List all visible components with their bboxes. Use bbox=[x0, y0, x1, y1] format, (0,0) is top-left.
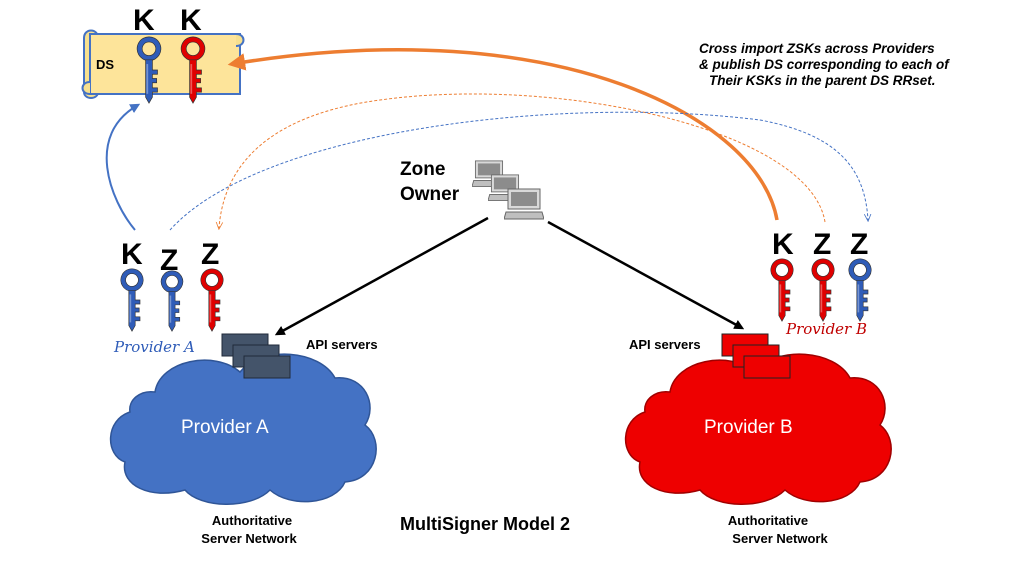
provider-a-ksk-key-icon bbox=[120, 267, 145, 333]
provider-b-network-line-1: Authoritative bbox=[728, 513, 808, 528]
note-line-1: Cross import ZSKs across Providers bbox=[699, 41, 935, 56]
provider-b-imported-zsk-key-icon bbox=[848, 257, 873, 323]
provider-a-cloud: Provider A bbox=[109, 353, 377, 505]
ds-key1-label: K bbox=[133, 4, 155, 37]
provider-a-zsk-key-icon bbox=[160, 269, 184, 333]
provider-b-key2-label: Z bbox=[813, 228, 831, 261]
provider-b-key1-label: K bbox=[772, 228, 794, 261]
zone-owner-line-2: Owner bbox=[400, 184, 460, 205]
owner-to-provider-a-arrow bbox=[274, 216, 489, 336]
provider-a-signature: Provider A bbox=[113, 338, 195, 356]
ds-scroll: DS K K bbox=[81, 4, 245, 105]
provider-b-network-line-2: Server Network bbox=[732, 531, 828, 546]
provider-b-zsk-key-icon bbox=[811, 257, 836, 323]
cross-import-note: Cross import ZSKs across Providers & pub… bbox=[699, 41, 950, 88]
zone-owner-line-1: Zone bbox=[400, 159, 445, 180]
arrows bbox=[105, 48, 868, 336]
provider-a-key3-label: Z bbox=[201, 238, 219, 271]
provider-a-ksk-to-ds-arrow bbox=[105, 103, 141, 231]
provider-a-keys: K Z Z Provider A bbox=[113, 238, 225, 356]
provider-a-api-servers: API servers bbox=[221, 333, 378, 379]
diagram-title: MultiSigner Model 2 bbox=[400, 514, 570, 534]
provider-a-cloud-label: Provider A bbox=[181, 417, 269, 438]
provider-b-ksk-to-ds-arrow bbox=[227, 48, 779, 221]
provider-b-api-servers: API servers bbox=[629, 333, 791, 379]
provider-a-imported-zsk-key-icon bbox=[200, 267, 225, 333]
provider-b-key3-label: Z bbox=[850, 228, 868, 261]
provider-b-cloud: Provider B bbox=[624, 353, 892, 505]
provider-b-cloud-label: Provider B bbox=[704, 417, 793, 438]
ds-key2-label: K bbox=[180, 4, 202, 37]
provider-a-key1-label: K bbox=[121, 238, 143, 271]
computers-icon bbox=[472, 160, 544, 220]
note-line-3: Their KSKs in the parent DS RRset. bbox=[709, 73, 936, 88]
provider-b-api-label: API servers bbox=[629, 337, 701, 352]
provider-a-key2-label: Z bbox=[160, 244, 178, 277]
provider-a-network-line-1: Authoritative bbox=[212, 513, 292, 528]
zsk-import-to-provider-a-arrow bbox=[219, 93, 826, 228]
provider-b-keys: K Z Z Provider B bbox=[770, 228, 873, 338]
zone-owner: Zone Owner bbox=[400, 159, 544, 220]
owner-to-provider-b-arrow bbox=[547, 220, 745, 330]
note-line-2: & publish DS corresponding to each of bbox=[699, 57, 950, 72]
ds-label: DS bbox=[96, 57, 114, 72]
zsk-import-to-provider-b-arrow bbox=[169, 111, 868, 231]
provider-a-network-line-2: Server Network bbox=[201, 531, 297, 546]
provider-a-api-label: API servers bbox=[306, 337, 378, 352]
provider-b-ksk-key-icon bbox=[770, 257, 795, 323]
provider-b-signature: Provider B bbox=[785, 320, 867, 338]
